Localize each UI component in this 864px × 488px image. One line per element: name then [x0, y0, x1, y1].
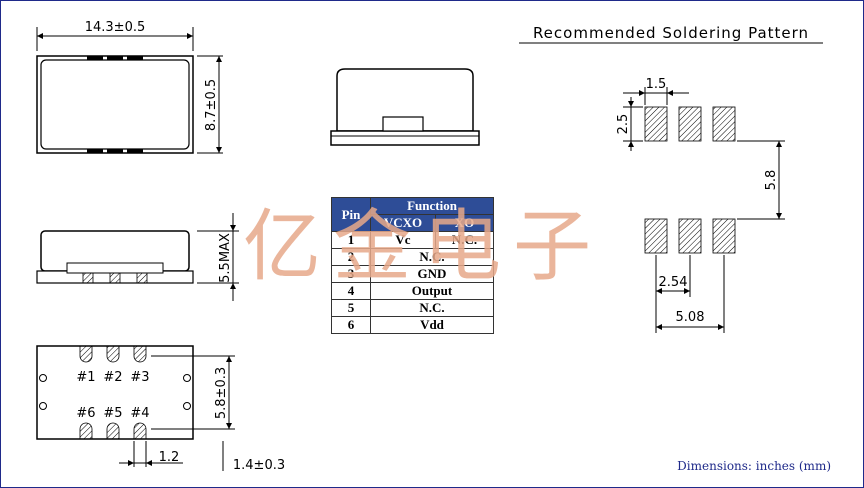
pin-function: Vdd	[370, 316, 494, 334]
table-row: 4 Output	[331, 282, 494, 300]
row-spacing-label: 5.8	[764, 170, 779, 191]
table-row: 3 GND	[331, 265, 494, 283]
pin-number: 4	[331, 282, 371, 300]
side-height-label: 5.5MAX	[218, 233, 233, 283]
pin-number: 5	[331, 299, 371, 317]
pad-label-3: #3	[130, 370, 149, 385]
top-view: 14.3±0.5 8.7±0.5	[36, 20, 223, 154]
bottom-view: #1 #2 #3 #6 #5 #4 5.8±0.3 1.2 1.4±0.3	[36, 345, 285, 473]
bottom-spacing-label: 5.8±0.3	[214, 367, 229, 419]
pin-function-table: Pin Function VCXO XO 1 Vc N.C. 2 N.C. 3 …	[331, 197, 494, 334]
pitch-label: 2.54	[659, 275, 688, 290]
pad-label-2: #2	[103, 370, 122, 385]
pad-label-1: #1	[76, 370, 95, 385]
pin-function: N.C.	[370, 299, 494, 317]
table-row: 2 N.C.	[331, 248, 494, 266]
top-height-label: 8.7±0.5	[204, 79, 219, 131]
pad-height-label: 2.5	[616, 114, 631, 135]
soldering-title: Recommended Soldering Pattern	[533, 24, 809, 42]
pad-label-4: #4	[130, 406, 149, 421]
pin-header: Pin	[331, 197, 371, 232]
side-view: 5.5MAX	[36, 213, 239, 301]
pin-number: 1	[331, 231, 371, 249]
pad-width-label: 1.5	[646, 77, 667, 92]
soldering-pattern: Recommended Soldering Pattern 1.5 2.5 5.…	[519, 24, 823, 333]
pin-number: 2	[331, 248, 371, 266]
pad-label-6: #6	[76, 406, 95, 421]
pin-function: N.C.	[370, 248, 494, 266]
pin-number: 6	[331, 316, 371, 334]
pin-number: 3	[331, 265, 371, 283]
span-label: 5.08	[676, 310, 705, 325]
xo-function: N.C.	[435, 231, 494, 249]
bottom-pad-width-label: 1.2	[159, 450, 180, 465]
pad-label-5: #5	[103, 406, 122, 421]
table-row: 6 Vdd	[331, 316, 494, 334]
package-3d-view	[330, 68, 480, 146]
table-row: 5 N.C.	[331, 299, 494, 317]
vcxo-header: VCXO	[370, 214, 436, 232]
top-width-label: 14.3±0.5	[85, 20, 146, 35]
table-row: 1 Vc N.C.	[331, 231, 494, 249]
function-header: Function	[370, 197, 494, 215]
bottom-pad-length-label: 1.4±0.3	[233, 458, 285, 473]
pin-function: GND	[370, 265, 494, 283]
vcxo-function: Vc	[370, 231, 436, 249]
xo-header: XO	[435, 214, 494, 232]
pin-function: Output	[370, 282, 494, 300]
units-footnote: Dimensions: inches (mm)	[677, 459, 831, 473]
